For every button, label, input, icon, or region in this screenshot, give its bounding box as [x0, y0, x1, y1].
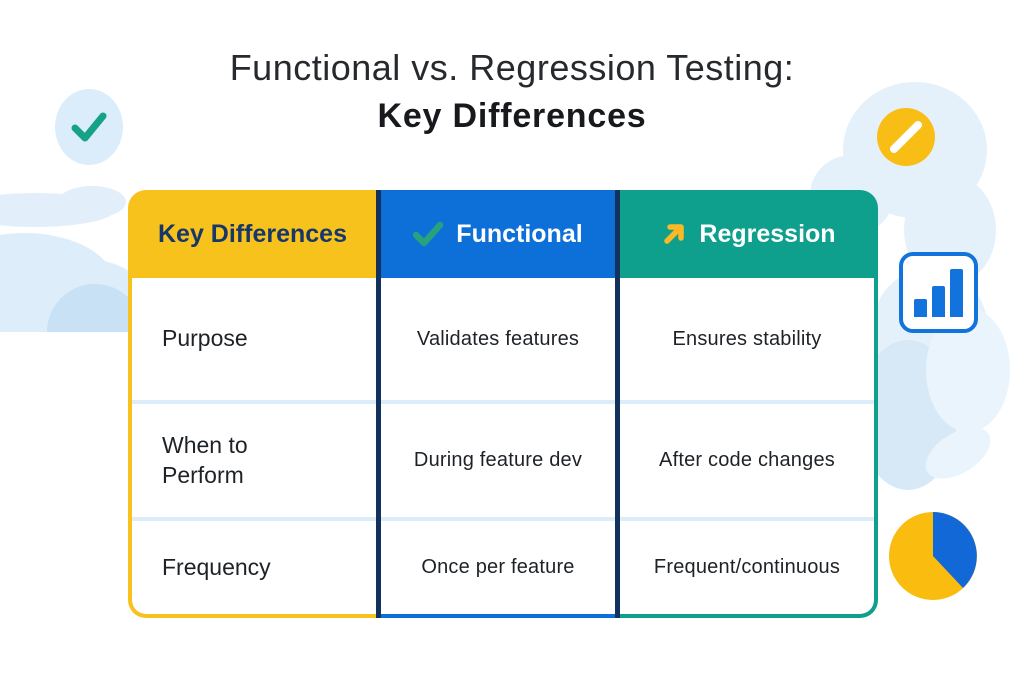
arrow-up-right-icon — [664, 224, 685, 244]
header-functional: Functional — [381, 190, 615, 278]
cell-functional-purpose: Validates features — [416, 327, 580, 350]
column-functional: Validates features During feature dev On… — [381, 278, 615, 618]
comparison-table: Key Differences Functional Regression Pu… — [128, 190, 878, 618]
row-label-when-to-perform: When to Perform — [132, 400, 376, 517]
row-label-purpose: Purpose — [162, 325, 248, 352]
row-label-frequency: Frequency — [132, 517, 376, 614]
column-divider — [615, 190, 620, 618]
header-key-differences-label: Key Differences — [158, 219, 347, 248]
cell-regression-frequency: Frequent/continuous — [620, 517, 874, 614]
column-key-differences: Purpose When to Perform Frequency — [128, 278, 376, 618]
cell-regression-purpose: Ensures stability — [672, 327, 822, 350]
check-icon — [71, 112, 107, 142]
pencil-icon — [890, 121, 922, 153]
column-divider — [376, 190, 381, 618]
title-line-1: Functional vs. Regression Testing: — [229, 47, 795, 88]
page-title: Functional vs. Regression Testing: Key D… — [0, 46, 1024, 136]
pencil-circle-icon — [877, 108, 935, 166]
cell-functional-when: During feature dev — [381, 400, 615, 517]
cell-regression-when: After code changes — [620, 400, 874, 517]
cell-functional-frequency: Once per feature — [381, 517, 615, 614]
header-regression: Regression — [620, 190, 878, 278]
column-regression: Ensures stability After code changes Fre… — [620, 278, 878, 618]
header-functional-label: Functional — [456, 219, 583, 248]
check-icon — [413, 221, 444, 247]
title-line-2: Key Differences — [377, 97, 647, 136]
header-key-differences: Key Differences — [128, 190, 376, 278]
pie-chart-icon — [889, 512, 977, 600]
bar-chart-icon — [899, 252, 978, 333]
header-regression-label: Regression — [699, 219, 836, 248]
cloud-blobs-left — [0, 186, 140, 332]
check-circle-icon — [55, 89, 123, 165]
